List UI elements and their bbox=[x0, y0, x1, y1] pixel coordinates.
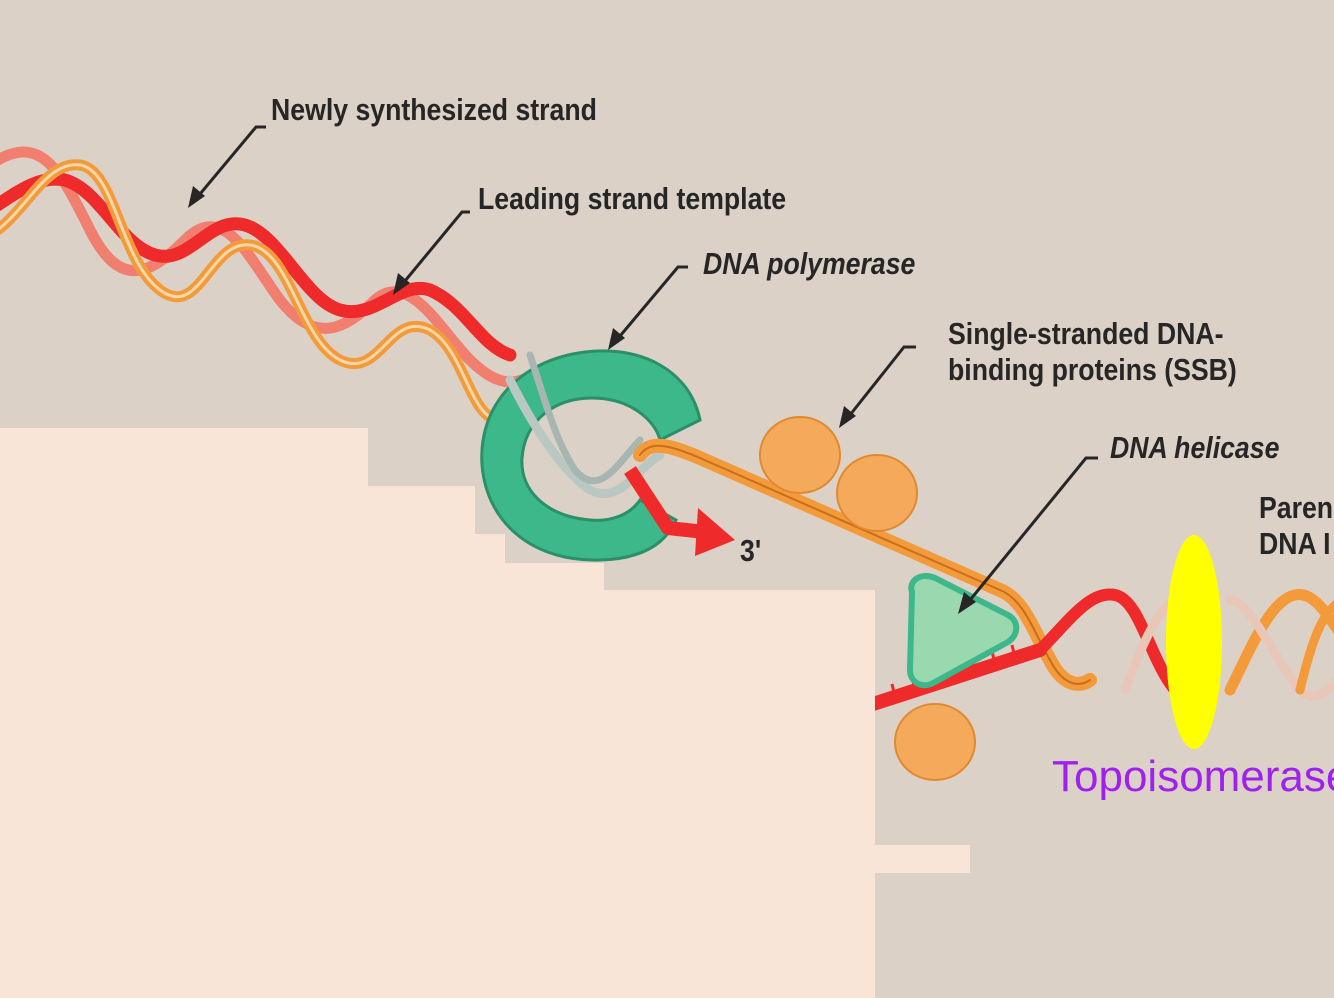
parental-label-line1: Paren bbox=[1259, 490, 1334, 525]
topoisomerase-ellipse-icon bbox=[1166, 535, 1222, 749]
parental-strand-orange-2 bbox=[1295, 600, 1334, 695]
lagging-strand bbox=[863, 643, 1047, 712]
three-prime-label: 3' bbox=[740, 533, 762, 568]
dna-polymerase-label: DNA polymerase bbox=[703, 246, 916, 281]
parental-label-line2: DNA I bbox=[1259, 526, 1331, 561]
synthesis-direction-arrow bbox=[624, 466, 735, 556]
leading-strand-template-label: Leading strand template bbox=[478, 181, 787, 216]
leader-arrows bbox=[193, 125, 1098, 606]
polymerase-clamp-icon bbox=[480, 349, 702, 562]
ssb-label-line1: Single-stranded DNA- bbox=[948, 316, 1224, 351]
topoisomerase-label: Topoisomerase bbox=[1052, 752, 1334, 801]
ssb-protein-icon bbox=[894, 703, 976, 781]
dna-polymerase bbox=[480, 349, 702, 562]
ssb-label: Single-stranded DNA- binding proteins (S… bbox=[948, 316, 1237, 388]
daughter-helix bbox=[0, 146, 546, 426]
single-stranded-template-edge bbox=[639, 444, 1091, 685]
newly-synthesized-strand-back bbox=[0, 146, 546, 388]
parental-strand-red bbox=[1034, 588, 1181, 696]
ssb-protein-icon bbox=[759, 416, 841, 494]
leading-strand-template-highlight bbox=[0, 163, 502, 422]
polymerase-inner-strands-2 bbox=[526, 351, 644, 485]
helicase-triangle-icon bbox=[906, 572, 1020, 689]
newly-synthesized-strand bbox=[0, 172, 517, 362]
overlay-block bbox=[0, 428, 875, 998]
overlay-strip bbox=[875, 845, 970, 873]
ssb-label-line2: binding proteins (SSB) bbox=[948, 352, 1237, 387]
dna-helicase-label: DNA helicase bbox=[1110, 430, 1280, 465]
ssb-proteins bbox=[759, 416, 976, 781]
parental-dna-label: Paren DNA I bbox=[1259, 490, 1333, 562]
newly-synthesized-strand-label: Newly synthesized strand bbox=[271, 92, 597, 127]
ssb-protein-icon bbox=[836, 454, 918, 532]
leader-arrowheads bbox=[188, 186, 976, 614]
